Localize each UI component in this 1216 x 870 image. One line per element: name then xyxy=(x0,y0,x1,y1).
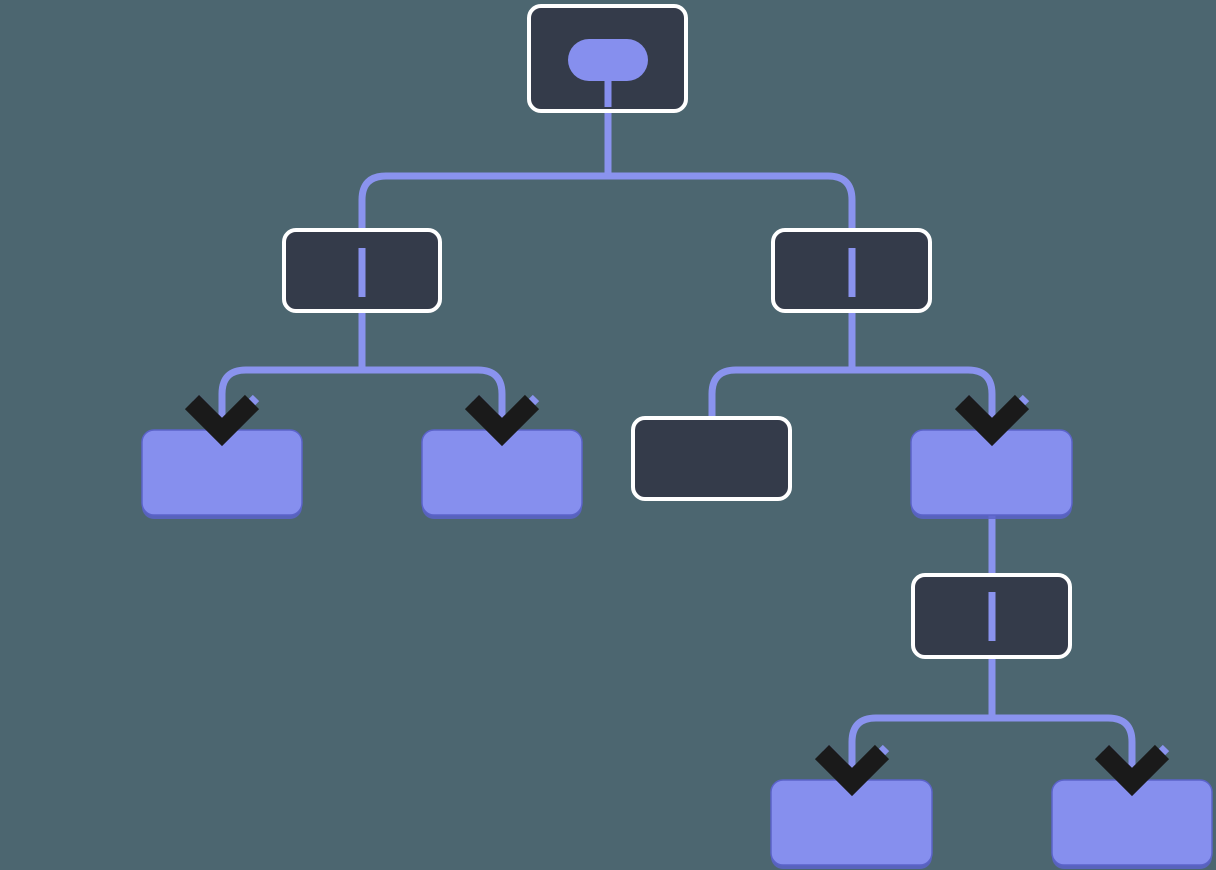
node-layer xyxy=(141,4,1213,869)
node-root[interactable] xyxy=(527,4,688,113)
arrowhead-n-r1b xyxy=(954,394,1030,447)
edge-n-r1-to-n-r1a xyxy=(708,313,856,416)
arrowhead-n-l1b xyxy=(464,394,540,447)
node-marker-layer xyxy=(358,248,996,641)
edge-root-to-n-l1 xyxy=(358,113,612,228)
arrowhead-n-r2a xyxy=(814,744,890,797)
edge-n-r1-to-n-r1b xyxy=(848,313,996,432)
node-n-l1b[interactable] xyxy=(421,429,583,519)
edge-n-l1-to-n-l1a xyxy=(218,313,366,432)
node-n-l1a[interactable] xyxy=(141,429,303,519)
edge-layer xyxy=(218,113,1136,782)
edge-n-l1-to-n-l1b xyxy=(358,313,506,432)
arrowhead-n-r2b xyxy=(1094,744,1170,797)
node-n-r1b[interactable] xyxy=(910,429,1073,519)
node-box[interactable] xyxy=(631,416,792,501)
edge-n-r2-to-n-r2a xyxy=(848,659,996,782)
arrowhead-n-l1a xyxy=(184,394,260,447)
root-pill-glyph xyxy=(568,39,648,81)
edge-root-to-n-r1 xyxy=(604,113,856,228)
edge-n-r2-to-n-r2b xyxy=(988,659,1136,782)
node-n-r2a[interactable] xyxy=(770,779,933,869)
node-n-r1a[interactable] xyxy=(631,416,792,501)
arrowhead-layer xyxy=(184,394,1170,797)
